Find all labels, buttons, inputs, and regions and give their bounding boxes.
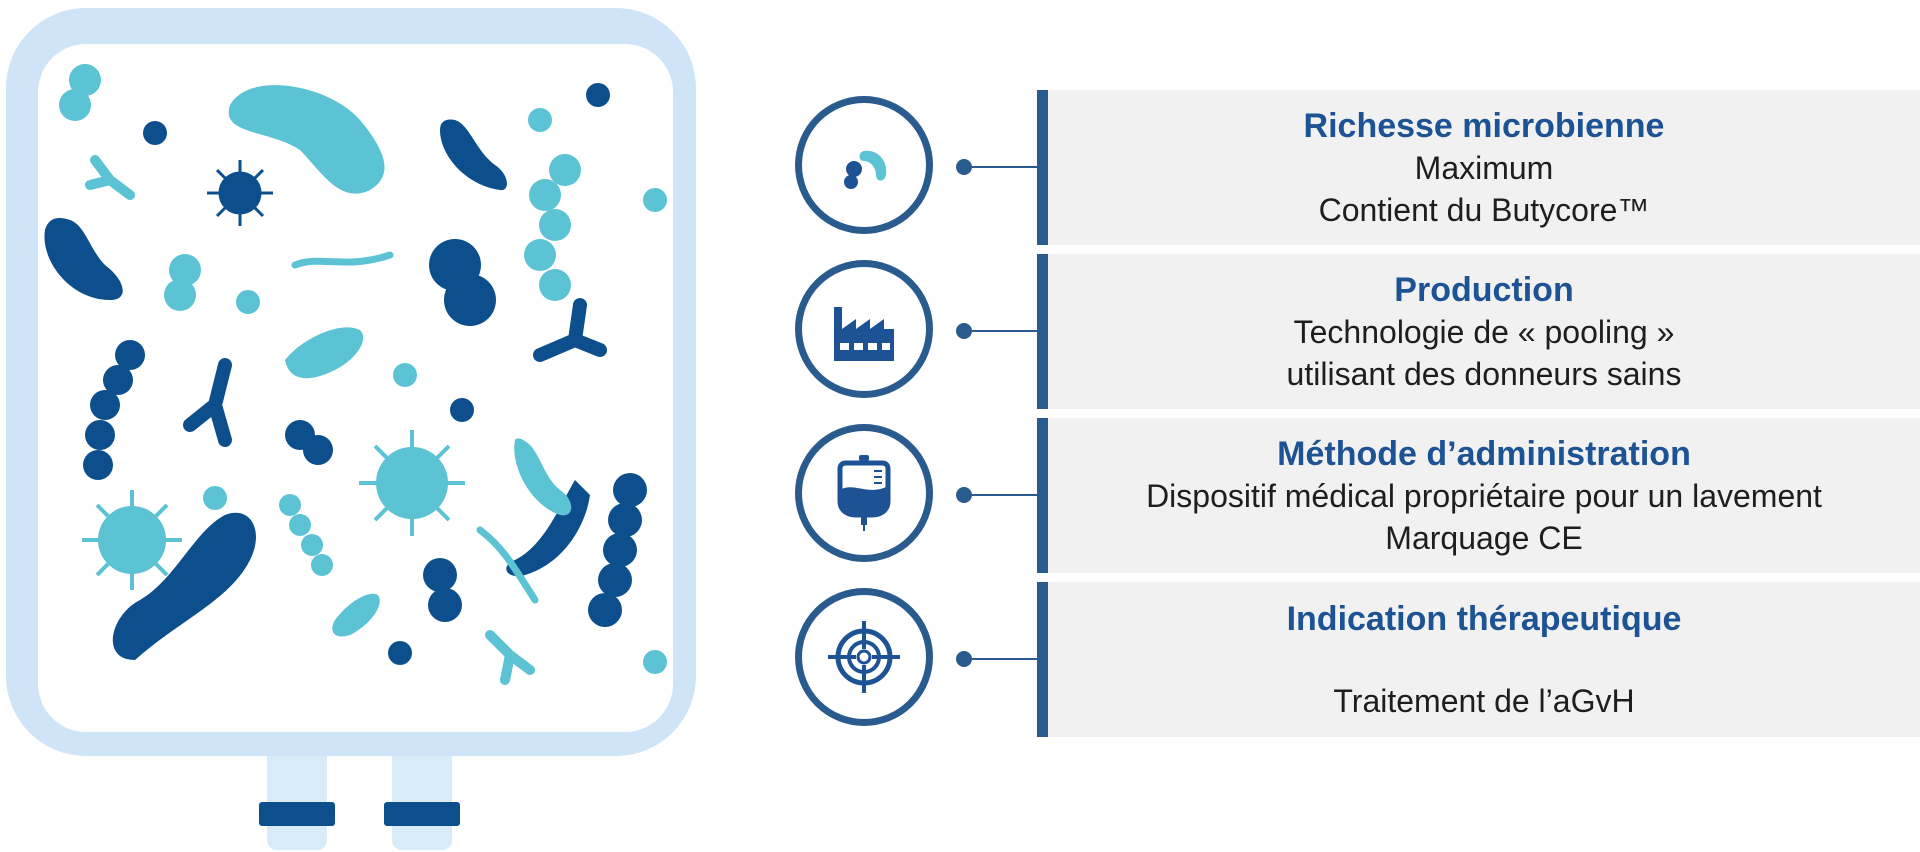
feature-title: Indication thérapeutique [1286, 599, 1682, 638]
panel-accent-bar [1037, 254, 1048, 409]
feature-line: Contient du Butycore™ [1318, 191, 1650, 228]
feature-line: Dispositif médical propriétaire pour un … [1146, 477, 1822, 514]
connector-line [971, 330, 1037, 332]
bacteria-cluster [44, 64, 667, 685]
feature-panel: Richesse microbienne Maximum Contient du… [1048, 90, 1920, 245]
connector-line [971, 166, 1037, 168]
icon-circle [795, 588, 933, 726]
target-icon [828, 621, 900, 693]
feature-panel: Indication thérapeutique Traitement de l… [1048, 582, 1920, 737]
feature-line: Traitement de l’aGvH [1333, 682, 1635, 719]
panel-accent-bar [1037, 418, 1048, 573]
bacteria-icon [844, 150, 887, 189]
connector-dot [956, 323, 972, 339]
feature-line: Marquage CE [1385, 519, 1583, 556]
feature-title: Méthode d’administration [1277, 434, 1691, 473]
microbiota-bag-illustration [6, 8, 696, 850]
connector-dot [956, 651, 972, 667]
connector-dot [956, 159, 972, 175]
feature-row-indication: Indication thérapeutique Traitement de l… [795, 582, 1920, 737]
icon-circle [795, 96, 933, 234]
feature-title: Production [1394, 270, 1574, 309]
feature-line: Maximum [1414, 149, 1554, 186]
factory-icon [834, 307, 894, 361]
feature-line: Technologie de « pooling » [1293, 313, 1675, 350]
connector-line [971, 658, 1037, 660]
icon-circle [795, 260, 933, 398]
feature-row-richesse: Richesse microbienne Maximum Contient du… [795, 90, 1920, 245]
feature-title: Richesse microbienne [1303, 106, 1665, 145]
feature-panel: Production Technologie de « pooling » ut… [1048, 254, 1920, 409]
connector-dot [956, 487, 972, 503]
icon-circle [795, 424, 933, 562]
feature-row-administration: Méthode d’administration Dispositif médi… [795, 418, 1920, 573]
connector-line [971, 494, 1037, 496]
feature-line: utilisant des donneurs sains [1286, 355, 1682, 392]
panel-accent-bar [1037, 582, 1048, 737]
feature-row-production: Production Technologie de « pooling » ut… [795, 254, 1920, 409]
enema-bag-icon [837, 455, 891, 531]
feature-panel: Méthode d’administration Dispositif médi… [1048, 418, 1920, 573]
panel-accent-bar [1037, 90, 1048, 245]
